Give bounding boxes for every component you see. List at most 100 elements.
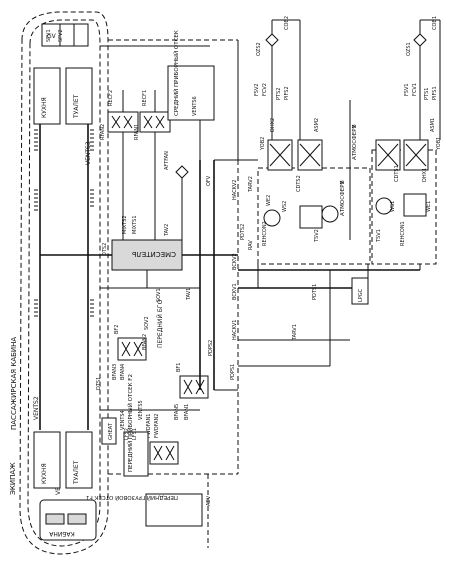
bfan1-tag: BFAN1 [184,404,190,420]
vent-grille-3 [34,299,38,317]
cdts2-tag: CDTS2 [296,175,302,192]
pdts1-tag: PDTS1 [312,284,318,300]
tarv1-tag: TARV1 [292,324,298,341]
front-compartments: ПЕРЕДНИЙ ПРИБОРНЫЙ ОТСЕК F2 ПЕРЕДНИЙ БГО… [86,288,212,548]
bckv1-tag: BCKV1 [232,283,238,300]
mixts1-tag: MIXTS1 [132,215,138,234]
rfan1-tag: RFAN1 [134,124,140,140]
dhx2-tag: DHX2 [270,118,276,132]
bf2-tag: BF2 [114,325,120,335]
vent-grille-5 [90,189,94,207]
lpgc-label: LPGC [358,288,364,302]
recf2-tag: RECF2 [108,90,114,106]
pdps2-tag: PDPS2 [208,340,214,356]
recirc-fans: RFAN2 RECF2 RFAN1 RECF1 [100,90,171,240]
front-bgo-label: ПЕРЕДНИЙ БГО [157,299,164,348]
atm-left-label: АТМОСФЕРУ [340,180,346,216]
vents4-tag: VENTS4 [120,410,126,430]
mid-instrument-label: СРЕДНИЙ ПРИБОРНЫЙ ОТСЕК [173,30,180,116]
front-cargo-label: ПЕРЕДНИЙ ГРУЗОВОЙ ОТСЕК F1 [86,494,178,501]
pifs2-tag: PIFS2 [284,86,290,100]
cob1-tag: COB1 [432,16,438,30]
forward-fans-upper: BF2 BFAN3 BFAN4 DTS1 [96,325,147,390]
sfv2-tag: SFV2 [58,29,64,42]
galley-forward: КУХНЯ ТУАЛЕТ [33,67,93,125]
bfan3-tag: BFAN3 [112,364,118,380]
tsv2-tag: TSV2 [314,229,320,243]
sov1-tag: SOV1 [156,288,162,302]
hackv2-tag: HACKV2 [232,180,238,200]
bf1-tag: BF1 [176,363,182,373]
gv-tag: GV [47,33,57,40]
pack-1: DHX1 ASM1 YOB1 CDTS1 WS1 WE1 REHCON1 TSV… [371,16,442,265]
tarv2-tag: TARV2 [248,176,254,193]
dhx1-tag: DHX1 [422,168,428,182]
mixer: СМЕСИТЕЛЬ MIXTS2 MIXTS1 DTS2 TAV2 [102,215,238,288]
lpgc-group: LPGC PDTS1 TARV1 [238,264,420,367]
vent-grille-6 [90,299,94,317]
bfan2-tag: BFAN2 [142,334,148,350]
front-instrument-label: ПЕРЕДНИЙ ПРИБОРНЫЙ ОТСЕК F2 [127,374,134,472]
tav1-tag: TAV1 [186,288,192,301]
yob1-tag: YOB1 [436,137,442,151]
aev-tag: AEV [206,495,212,506]
rehcon1-tag: REHCON1 [400,221,406,246]
main-ducts [40,20,441,411]
rehcon2-tag: REHCON2 [262,221,268,246]
b-right-label: В [352,124,358,128]
cabin-label-lower: КАБИНА [48,530,74,537]
mixts2-tag: MIXTS2 [122,215,128,234]
fcv2-tag: FCV2 [262,83,268,96]
fcv1-tag: FCV1 [412,83,418,96]
fwdfan1-tag: FWDFAN1 [146,414,152,438]
fwdfan2-tag: FWDFAN2 [154,414,160,438]
pdts2-tag: PDTS2 [240,224,246,240]
cdts1-tag: CDTS1 [394,165,400,182]
dts2-tag: DTS2 [102,243,108,256]
asm1-tag: ASM1 [430,118,436,132]
lfs2-tag: LFS2 [124,428,130,440]
ozs2-tag: OZS2 [256,42,262,56]
passenger-cabin-label: ПАССАЖИРСКАЯ КАБИНА [10,337,18,430]
vents2-tag: VENTS2 [33,396,40,420]
recf1-tag: RECF1 [142,90,148,106]
pifs1-tag: PIFS1 [432,86,438,100]
forward-fans-lower: BF1 BFAN5 BFAN1 [174,363,209,420]
fsv2-tag: FSV2 [254,83,260,96]
vent-grille-4 [90,129,94,151]
galley-aft-label: КУХНЯ [41,463,48,484]
hackv1-tag: HACKV1 [232,320,238,340]
atm-right-label: АТМОСФЕРУ [352,124,358,160]
we2-tag: WE2 [266,195,272,206]
pts2-tag: PTS2 [276,88,282,100]
mixer-label: СМЕСИТЕЛЬ [132,250,176,258]
aftfan-tag: AFTFAN [164,151,170,170]
duct-valves: AFTFAN OFV HACKV2 HACKV1 BCKV2 BCKV1 PDP… [164,151,238,390]
b-left-label: В [340,180,346,184]
rav-tag: RAV [248,240,254,250]
vents6-tag: VENTS6 [192,96,198,116]
galley-aft: КУХНЯ ТУАЛЕТ [33,431,93,489]
ws2-tag: WS2 [282,201,288,212]
bckv2-tag: BCKV2 [232,253,238,270]
ws1-tag: WS1 [390,201,396,212]
tsv1-tag: TSV1 [376,229,382,243]
tail-valves: GV SFV1 SFV2 [41,23,89,47]
lfs1-tag: LFS1 [132,428,138,440]
toilet-fwd-label: ТУАЛЕТ [73,94,80,119]
bfan5-tag: BFAN5 [174,404,180,420]
yob2-tag: YOB2 [260,137,266,151]
vent-grille-1 [34,129,38,151]
rfan2-tag: RFAN2 [100,124,106,140]
bfan4-tag: BFAN4 [120,364,126,380]
sov2-tag: SOV2 [144,316,150,330]
ozs1-tag: OZS1 [406,42,412,56]
pack-2: DHX2 ASM2 YOB2 CDTS2 WE2 WS2 REHCON2 TSV… [240,16,371,265]
mid-instrument-bay: СРЕДНИЙ ПРИБОРНЫЙ ОТСЕК VENTS6 [167,30,215,121]
cob2-tag: COB2 [284,16,290,30]
galley-crew-label: КУХНЯ [41,97,48,118]
fsv1-tag: FSV1 [404,83,410,96]
dts1-tag: DTS1 [96,377,102,390]
pts1-tag: PTS1 [424,88,430,100]
